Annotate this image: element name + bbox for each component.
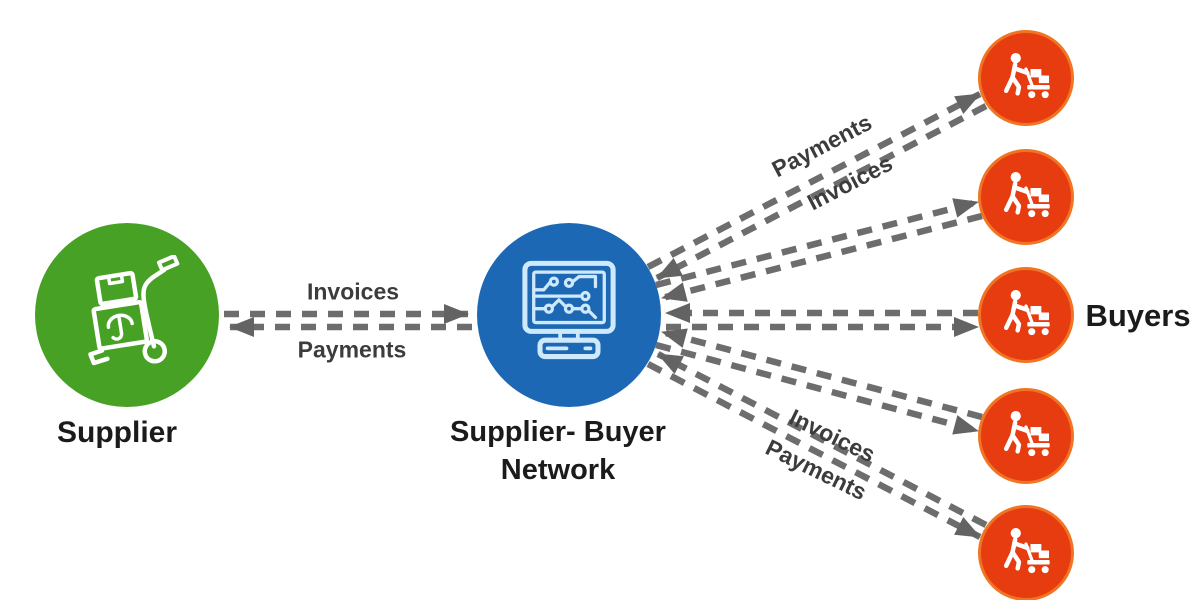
person-pushing-cart-icon bbox=[994, 521, 1058, 585]
edge-network-to-buyer1 bbox=[646, 91, 982, 270]
network-label-line2: Network bbox=[500, 454, 616, 486]
person-pushing-cart-icon bbox=[994, 283, 1058, 347]
edge-buyer1-to-network bbox=[655, 103, 988, 281]
buyer-node-5 bbox=[978, 505, 1074, 600]
edge-label-invoices-supplier: Invoices bbox=[306, 278, 400, 305]
person-pushing-cart-icon bbox=[994, 165, 1058, 229]
computer-circuit-icon bbox=[522, 260, 616, 360]
network-node bbox=[477, 223, 661, 407]
edge-buyer5-to-network bbox=[656, 351, 988, 528]
person-pushing-cart-icon bbox=[994, 46, 1058, 110]
edge-network-to-buyer4 bbox=[655, 341, 979, 435]
buyer-node-2 bbox=[978, 149, 1074, 245]
supplier-node bbox=[35, 223, 219, 407]
hand-truck-icon bbox=[88, 255, 180, 366]
buyer-node-1 bbox=[978, 30, 1074, 126]
edge-network-to-buyer2 bbox=[655, 198, 979, 289]
edge-network-to-buyer5 bbox=[646, 361, 982, 540]
person-pushing-cart-icon bbox=[994, 404, 1058, 468]
buyer-node-4 bbox=[978, 388, 1074, 484]
edge-label-payments-supplier: Payments bbox=[297, 336, 407, 363]
buyers-label: Buyers bbox=[1085, 298, 1191, 333]
edge-buyer4-to-network bbox=[661, 328, 983, 421]
edge-buyer2-to-network bbox=[661, 212, 983, 302]
supplier-label: Supplier bbox=[56, 416, 178, 449]
network-label-line1: Supplier- Buyer bbox=[450, 416, 666, 448]
network-label: Supplier- Buyer Network bbox=[450, 413, 666, 489]
buyer-node-3 bbox=[978, 267, 1074, 363]
